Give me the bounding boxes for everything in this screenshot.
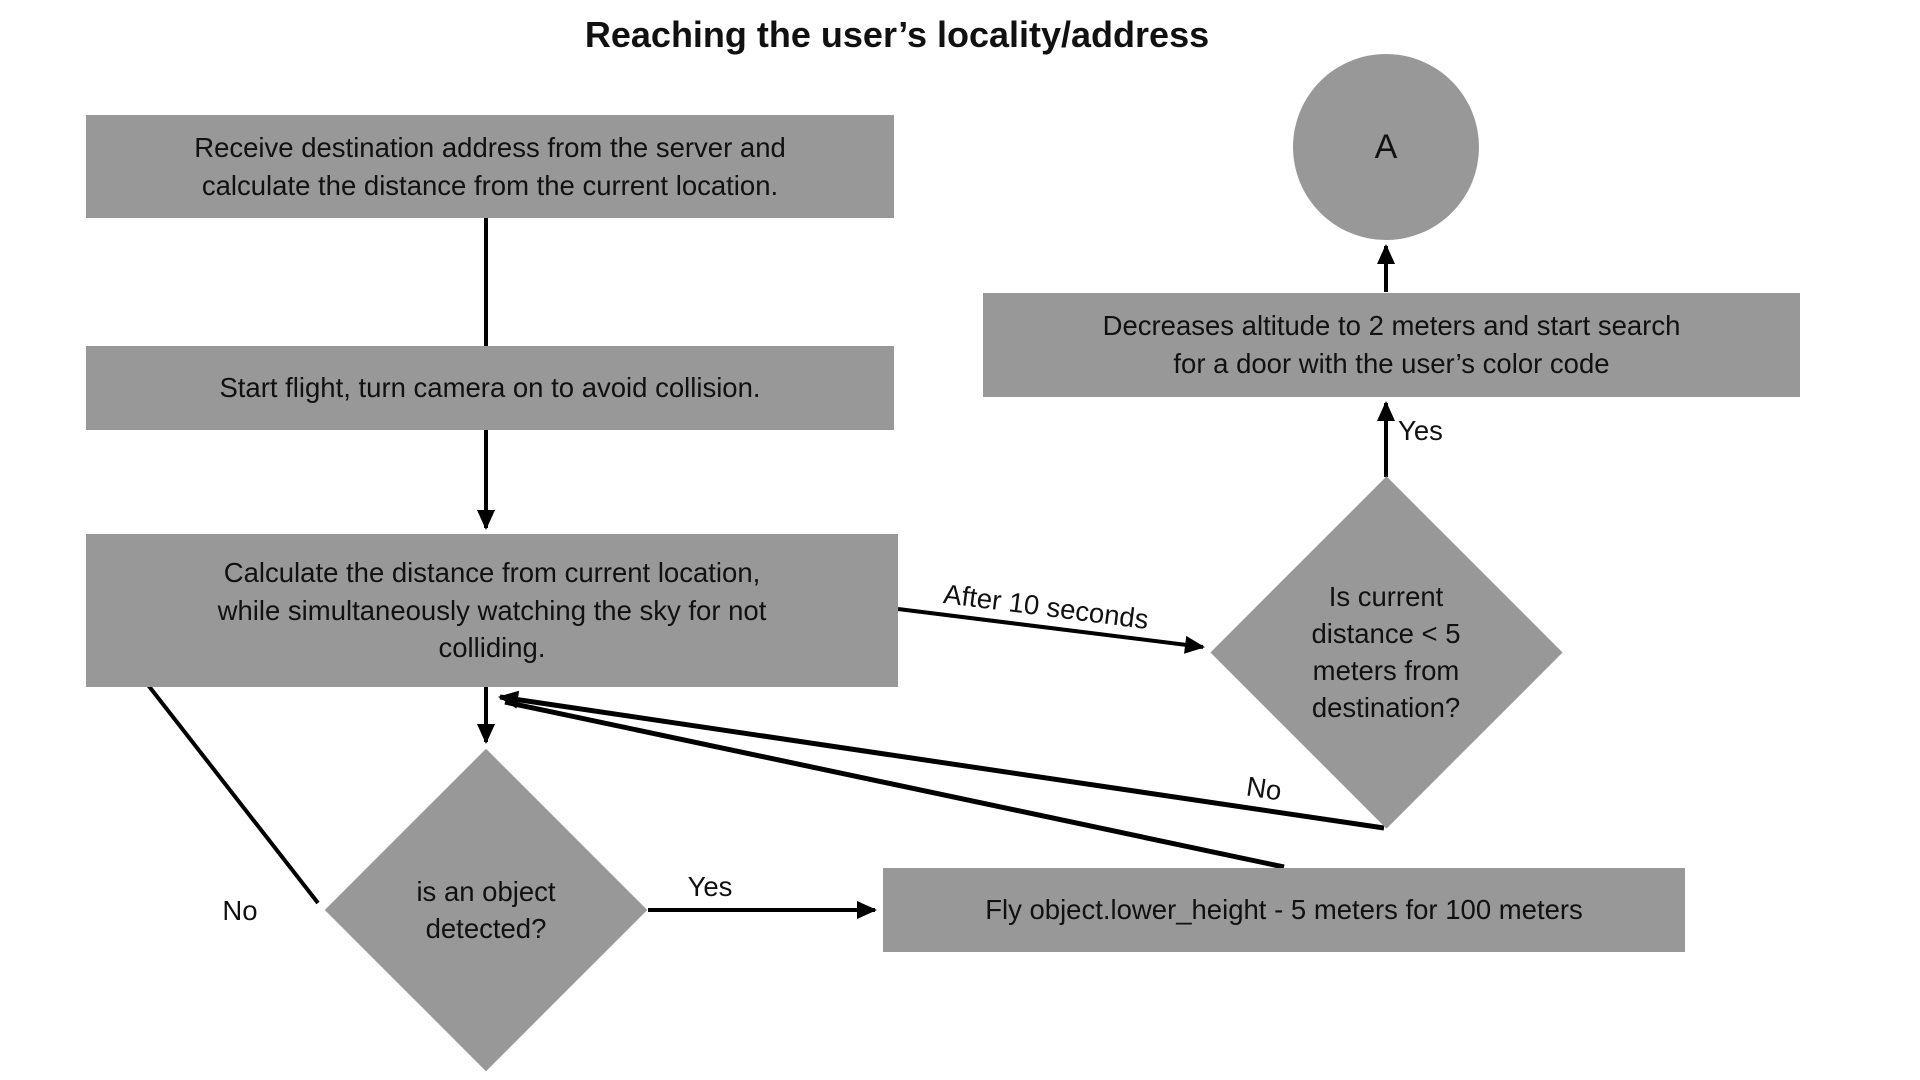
edge-label-no-distance: No — [1244, 770, 1284, 807]
node-decrease-altitude: Decreases altitude to 2 meters and start… — [983, 293, 1800, 397]
node-decrease-altitude-label: Decreases altitude to 2 meters and start… — [1102, 310, 1681, 379]
node-receive-destination: Receive destination address from the ser… — [86, 115, 894, 218]
node-fly-lower-height-label: Fly object.lower_height - 5 meters for 1… — [985, 894, 1583, 926]
edge-calculate-to-distance — [897, 607, 1205, 654]
connector-a-node: A — [1293, 54, 1479, 240]
diagram-title: Reaching the user’s locality/address — [584, 14, 1210, 55]
node-start-flight-label: Start flight, turn camera on to avoid co… — [219, 372, 761, 404]
edge-distance-no-to-calculate — [498, 690, 1385, 831]
decision-distance-check-label: Is current distance < 5 meters from dest… — [1311, 580, 1461, 724]
node-calculate-distance: Calculate the distance from current loca… — [86, 534, 898, 687]
node-start-flight: Start flight, turn camera on to avoid co… — [86, 346, 894, 430]
edge-label-yes-object: Yes — [687, 871, 733, 902]
node-fly-lower-height: Fly object.lower_height - 5 meters for 1… — [883, 868, 1685, 952]
decision-object-detected-label: is an object detected? — [416, 875, 556, 944]
connector-a-label: A — [1374, 127, 1398, 166]
edge-label-no-object: No — [222, 895, 258, 926]
node-calculate-distance-label: Calculate the distance from current loca… — [217, 556, 767, 664]
edge-fly-return-to-calculate — [504, 699, 1285, 870]
node-receive-destination-label: Receive destination address from the ser… — [194, 131, 786, 201]
edge-label-yes-distance: Yes — [1398, 415, 1443, 446]
